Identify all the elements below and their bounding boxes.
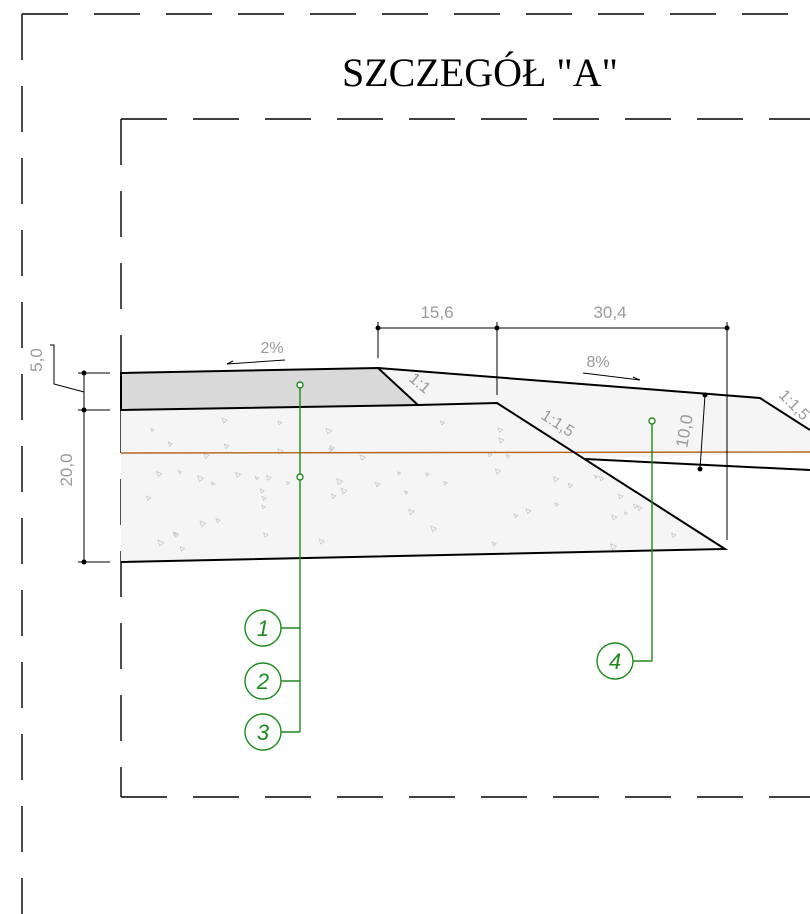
structure-outline [120,367,810,563]
dimension-20-0: 20,0 [57,453,76,486]
callout-3: 3 [244,713,282,751]
callout-1: 1 [244,609,282,647]
slope-label-2pct: 2% [260,340,283,357]
callout-4: 4 [596,642,634,680]
dimension-30-4: 30,4 [593,303,626,322]
geotextile-line [120,451,810,454]
svg-text:1: 1 [257,616,269,641]
slope-label-8pct: 8% [586,354,609,371]
aggregate-texture [145,417,677,552]
dimension-15-6: 15,6 [420,303,453,322]
svg-text:3: 3 [257,720,270,745]
dimension-lines [50,322,730,565]
svg-text:4: 4 [609,649,621,674]
dimension-5-0: 5,0 [27,348,46,372]
callout-2: 2 [244,662,282,700]
detail-frame [120,118,810,798]
callout-leaders [281,381,656,733]
detail-title: SZCZEGÓŁ "A" [342,50,618,95]
sheet-frame [21,13,810,914]
base-layer [121,403,725,562]
asphalt-layer [120,366,421,412]
svg-text:2: 2 [256,669,269,694]
